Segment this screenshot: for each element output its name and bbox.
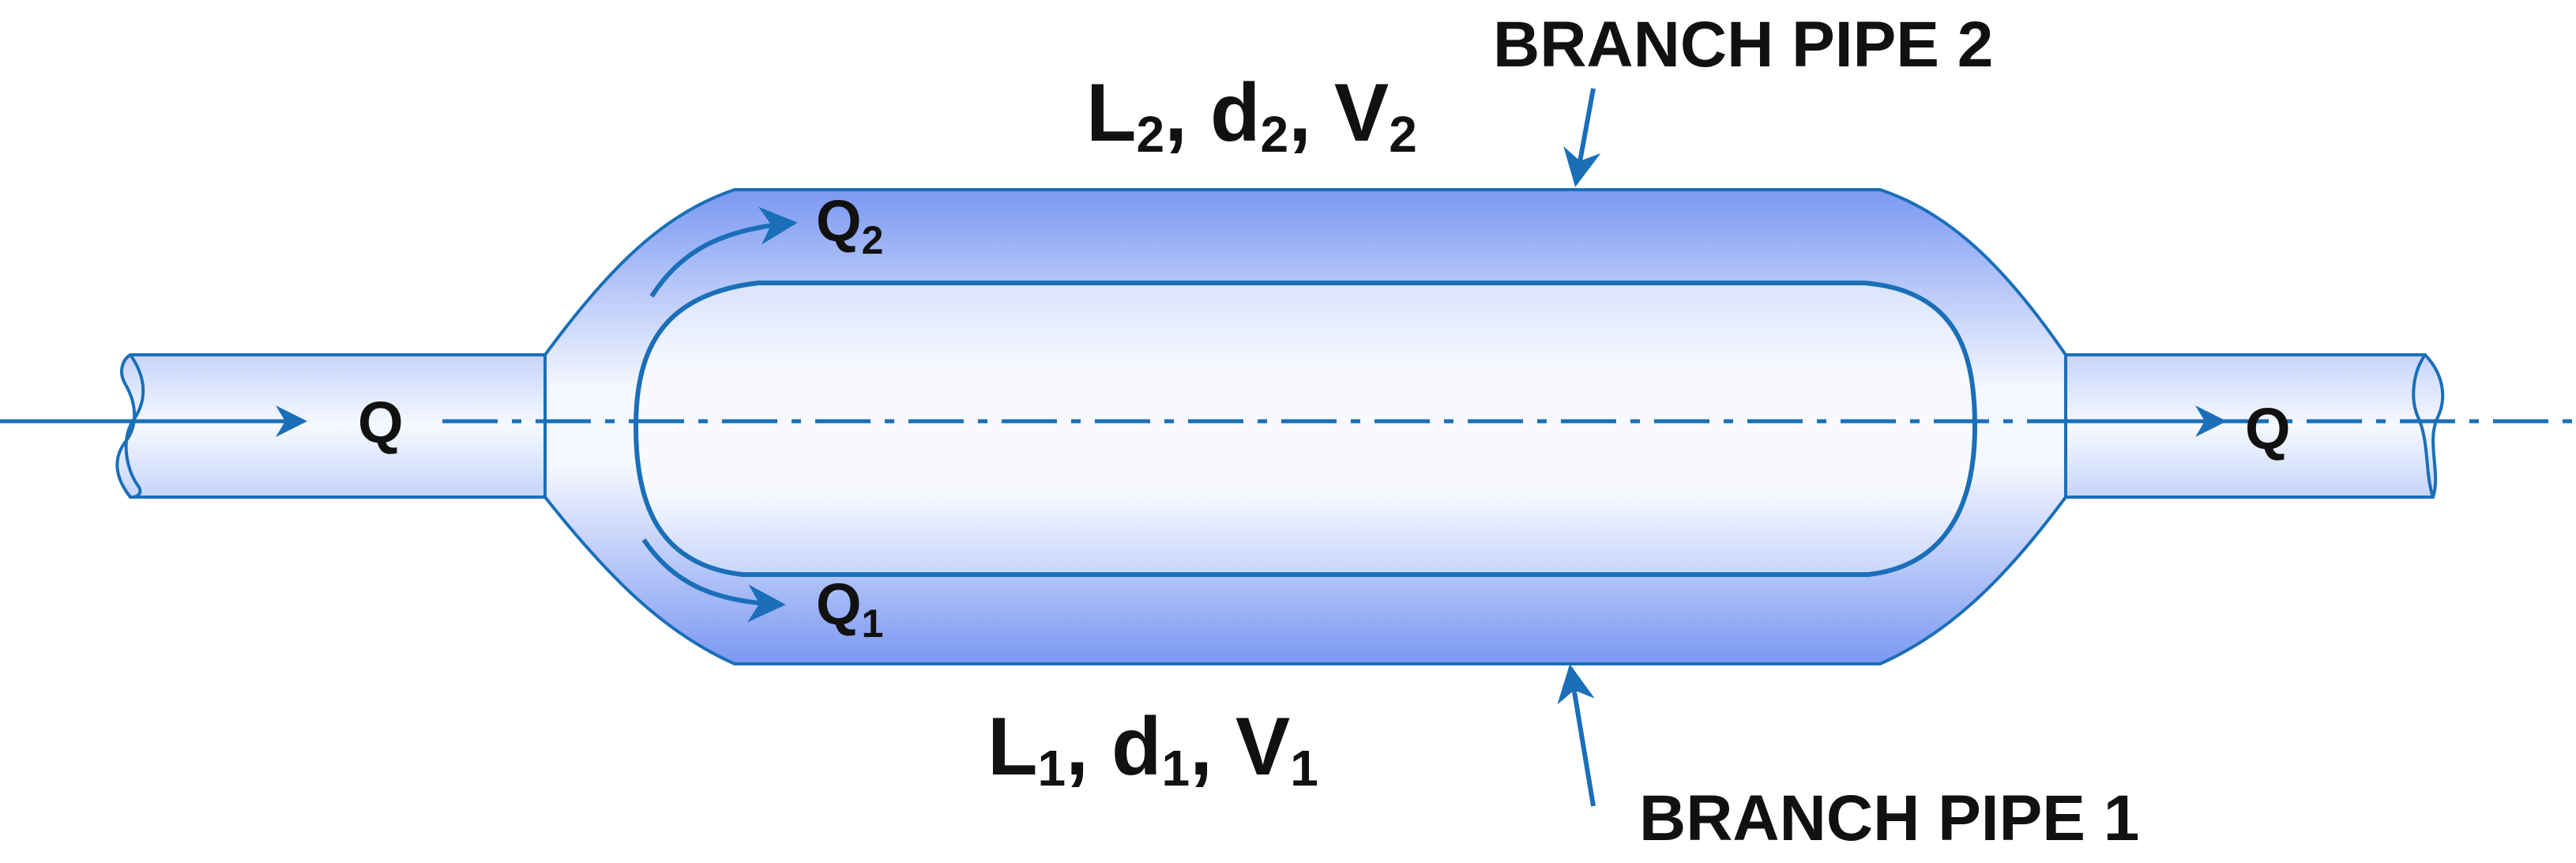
pipe1-sep-1: , [1066,701,1089,793]
pipe2-velocity-symbol: V [1334,67,1389,159]
pipe2-diameter-index: 2 [1260,106,1288,163]
outlet-flow-label: Q [2245,396,2291,462]
q2-label: Q2 [816,188,883,262]
q2-index: 2 [862,218,884,262]
branch-pipe-2-parameters: L2, d2, V2 [1086,67,1417,163]
pipe2-velocity-index: 2 [1389,106,1417,163]
branch-pipe-2-leader-arrow [1563,88,1601,187]
pipe1-diameter-index: 1 [1161,740,1190,797]
pipe1-velocity-symbol: V [1235,701,1290,793]
pipe1-velocity-index: 1 [1290,740,1318,797]
pipe1-length-index: 1 [1038,740,1066,797]
pipe1-sep-2: , [1190,701,1213,793]
pipe2-sep-1: , [1164,67,1187,159]
inlet-pipe [115,353,547,499]
branch-pipe-1-label: BRANCH PIPE 1 [1639,782,2139,854]
pipe2-length-index: 2 [1137,106,1165,163]
pipe1-diameter-symbol: d [1111,701,1162,793]
q1-label: Q1 [816,571,883,646]
branch-pipe-1-parameters: L1, d1, V1 [987,701,1318,797]
branch-pipe-2-label: BRANCH PIPE 2 [1493,9,1993,81]
q1-flow-arrow [641,538,786,623]
branch-divider-wall [633,281,1978,577]
q1-symbol: Q [816,571,862,637]
q2-symbol: Q [816,188,862,254]
pipe1-length-symbol: L [987,701,1038,793]
q2-flow-arrow [649,206,798,298]
pipe2-sep-2: , [1288,67,1311,159]
pipe2-diameter-symbol: d [1210,67,1261,159]
outlet-pipe [2036,353,2445,499]
q1-index: 1 [862,601,884,646]
branch-pipe-1-leader-arrow [1557,664,1596,807]
inlet-flow-label: Q [358,390,404,455]
pipe2-length-symbol: L [1086,67,1137,159]
